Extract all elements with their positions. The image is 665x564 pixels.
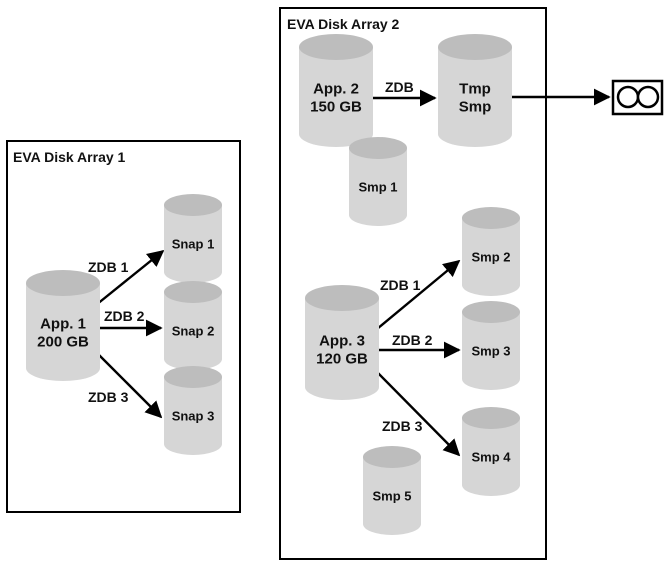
disk-label: App. 1 bbox=[40, 315, 86, 332]
disk-body bbox=[349, 148, 407, 226]
disk-smp5: Smp 5 bbox=[363, 446, 421, 535]
disk-top bbox=[299, 34, 373, 60]
disk-top bbox=[164, 281, 222, 303]
disk-top bbox=[164, 366, 222, 388]
disk-label: Smp bbox=[459, 98, 492, 115]
disk-top bbox=[438, 34, 512, 60]
label-zdb-array2: ZDB bbox=[385, 79, 414, 95]
disk-body bbox=[305, 298, 379, 400]
disk-label: 150 GB bbox=[310, 98, 362, 115]
disk-snap3: Snap 3 bbox=[164, 366, 222, 455]
disk-label: Snap 3 bbox=[172, 409, 215, 424]
disk-label: 200 GB bbox=[37, 333, 89, 350]
disk-label: App. 2 bbox=[313, 80, 359, 97]
arrow-app3-smp2 bbox=[376, 259, 461, 330]
disk-smp1: Smp 1 bbox=[349, 137, 407, 226]
arrow-app3-smp4 bbox=[376, 371, 461, 457]
label-zdb2-array2: ZDB 2 bbox=[392, 332, 433, 348]
label-zdb1-array1: ZDB 1 bbox=[88, 259, 129, 275]
disk-body bbox=[26, 283, 100, 381]
disk-smp2: Smp 2 bbox=[462, 207, 520, 296]
disk-label: Snap 2 bbox=[172, 324, 215, 339]
disk-body bbox=[164, 205, 222, 283]
label-zdb2-array1: ZDB 2 bbox=[104, 308, 145, 324]
arrow-app1-snap3 bbox=[95, 351, 163, 419]
disk-body bbox=[164, 292, 222, 370]
disk-top bbox=[164, 194, 222, 216]
eva-disk-array-2: EVA Disk Array 2 bbox=[279, 7, 547, 560]
disk-top bbox=[462, 207, 520, 229]
disk-body bbox=[462, 312, 520, 390]
link-labels: ZDB 1 ZDB 2 ZDB 3 ZDB ZDB 1 ZDB 2 ZDB 3 bbox=[88, 79, 433, 434]
disk-top bbox=[363, 446, 421, 468]
disk-label: Tmp bbox=[459, 80, 491, 97]
array-2-title: EVA Disk Array 2 bbox=[287, 16, 400, 32]
eva-disk-array-1: EVA Disk Array 1 bbox=[6, 140, 241, 513]
disk-smp4: Smp 4 bbox=[462, 407, 520, 496]
disk-label: 120 GB bbox=[316, 350, 368, 367]
disk-label: Snap 1 bbox=[172, 237, 215, 252]
disk-label: Smp 1 bbox=[358, 180, 397, 195]
disk-top bbox=[305, 285, 379, 311]
label-zdb3-array1: ZDB 3 bbox=[88, 389, 129, 405]
disk-body bbox=[164, 377, 222, 455]
array-1-title: EVA Disk Array 1 bbox=[13, 149, 126, 165]
disk-label: Smp 3 bbox=[471, 344, 510, 359]
label-zdb1-array2: ZDB 1 bbox=[380, 277, 421, 293]
tape-drive-icon bbox=[611, 79, 664, 116]
disk-body bbox=[299, 47, 373, 147]
disk-body bbox=[462, 418, 520, 496]
disk-snap2: Snap 2 bbox=[164, 281, 222, 370]
disk-label: Smp 4 bbox=[471, 450, 511, 465]
disk-label: Smp 2 bbox=[471, 250, 510, 265]
disk-snap1: Snap 1 bbox=[164, 194, 222, 283]
disk-smp3: Smp 3 bbox=[462, 301, 520, 390]
disk-body bbox=[438, 47, 512, 147]
label-zdb3-array2: ZDB 3 bbox=[382, 418, 423, 434]
disk-top bbox=[462, 407, 520, 429]
arrow-app1-snap1 bbox=[95, 249, 165, 306]
disk-top bbox=[462, 301, 520, 323]
arrows bbox=[95, 88, 611, 457]
disk-body bbox=[363, 457, 421, 535]
disk-body bbox=[462, 218, 520, 296]
disk-top bbox=[349, 137, 407, 159]
disk-top bbox=[26, 270, 100, 296]
disk-label: App. 3 bbox=[319, 332, 365, 349]
disk-label: Smp 5 bbox=[372, 489, 411, 504]
